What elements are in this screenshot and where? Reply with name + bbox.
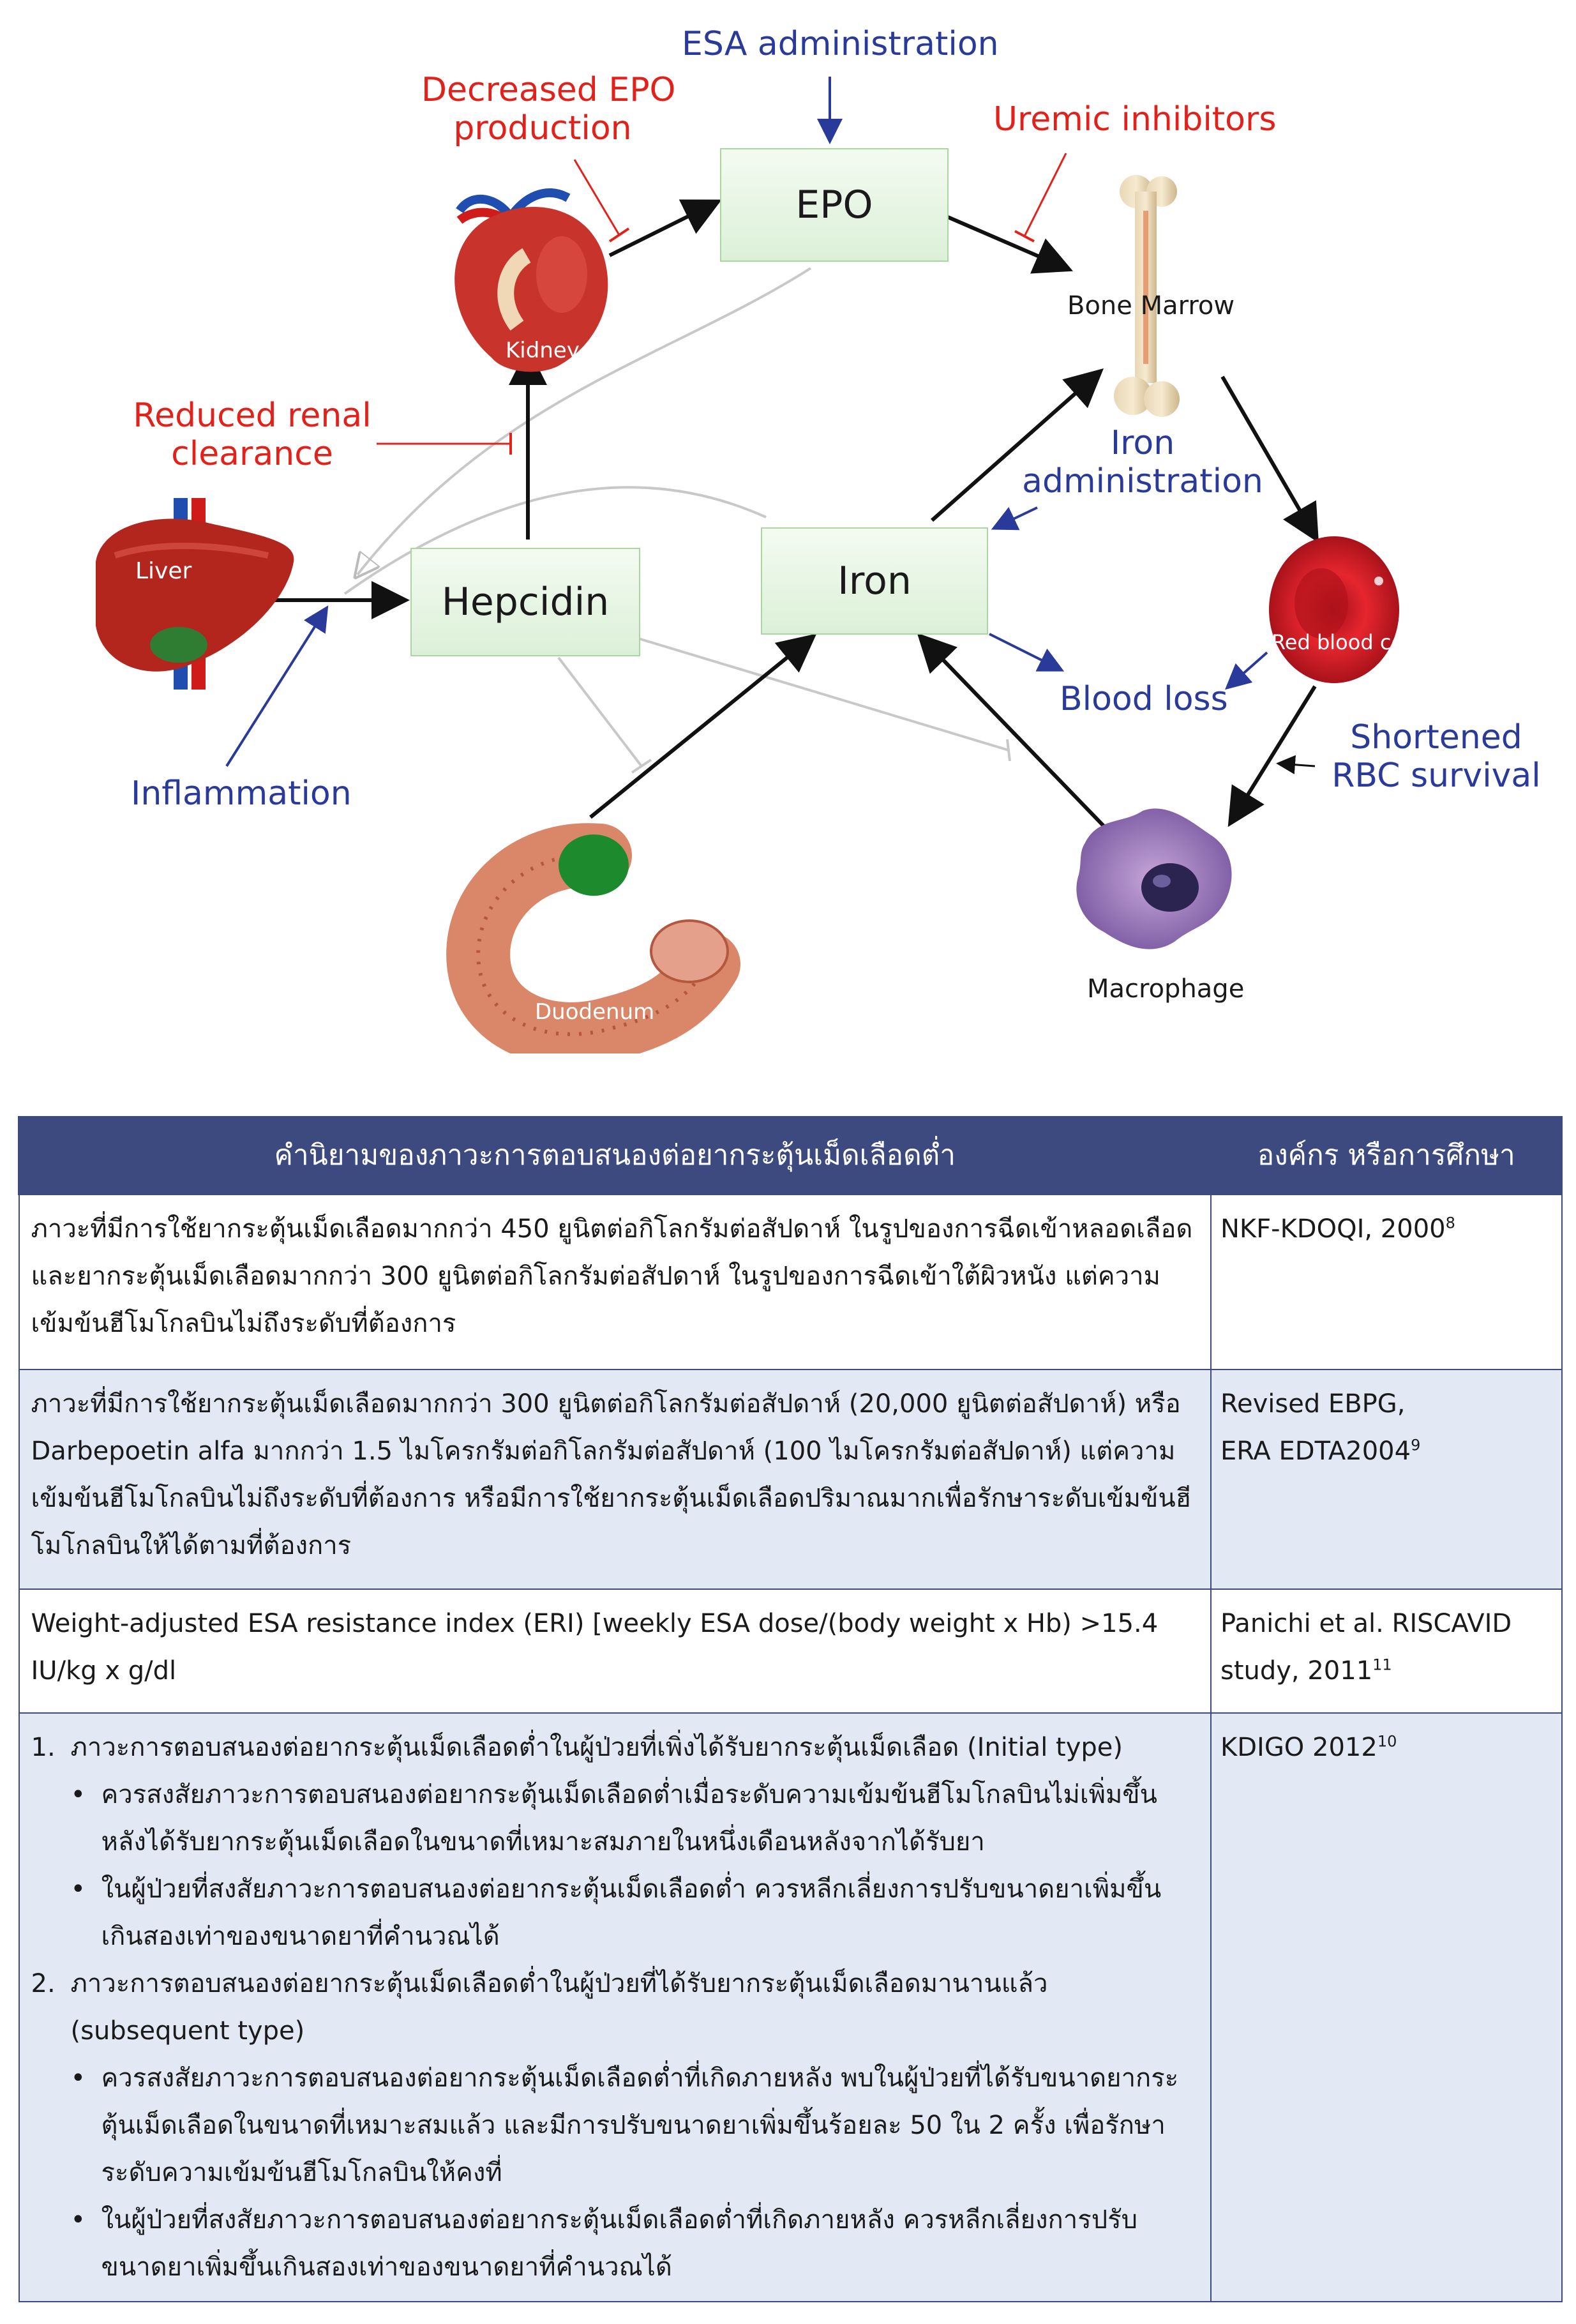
uremic-inhibitors-label: Uremic inhibitors (993, 100, 1277, 139)
inflammation-arrow (225, 605, 329, 767)
initial-type-bullets: ควรสงสัยภาวะการตอบสนองต่อยากระตุ้นเม็ดเล… (31, 1771, 1200, 1960)
list-item: ในผู้ป่วยที่สงสัยภาวะการตอบสนองต่อยากระต… (31, 1866, 1200, 1960)
liver-illustration (96, 498, 294, 690)
source-cell: NKF-KDOQI, 20008 (1210, 1193, 1563, 1370)
reference-number: 8 (1445, 1214, 1455, 1232)
table-row: ภาวะที่มีการใช้ยากระตุ้นเม็ดเลือดมากกว่า… (18, 1369, 1563, 1590)
table-row: ภาวะที่มีการใช้ยากระตุ้นเม็ดเลือดมากกว่า… (18, 1193, 1563, 1370)
iron-administration-label: Iron administration (1022, 424, 1263, 501)
epo-box: EPO (720, 148, 949, 262)
hepcidin-box: Hepcidin (410, 548, 640, 656)
iron-to-bone-marrow-arrow (931, 368, 1104, 522)
esa-administration-label: ESA administration (682, 25, 999, 63)
anemia-pathway-diagram: EPO Hepcidin Iron ESA administration Dec… (0, 0, 1576, 1053)
source-cell: KDIGO 201210 (1210, 1712, 1563, 2302)
macrophage-to-iron-arrow (917, 633, 1113, 835)
iron-box: Iron (761, 527, 988, 635)
kidney-to-epo-arrow (608, 199, 722, 257)
decreased-epo-inhibit (573, 159, 620, 236)
kidney-illustration (454, 188, 608, 372)
table-header-row: คำนิยามของภาวะการตอบสนองต่อยากระตุ้นเม็ด… (17, 1116, 1563, 1195)
list-item: ควรสงสัยภาวะการตอบสนองต่อยากระตุ้นเม็ดเล… (31, 2055, 1200, 2196)
bone-marrow-illustration (1114, 175, 1180, 417)
red-blood-cell-label: Red blood cell (1272, 630, 1415, 654)
iron-admin-arrow (991, 506, 1038, 531)
source-cell: Panichi et al. RISCAVID study, 201111 (1210, 1588, 1563, 1714)
bone-marrow-to-rbc-arrow (1220, 375, 1319, 543)
uremic-inhibit (1023, 153, 1067, 237)
reference-number: 11 (1372, 1656, 1392, 1674)
red-blood-cell-illustration (1269, 536, 1399, 683)
list-item: ควรสงสัยภาวะการตอบสนองต่อยากระตุ้นเม็ดเล… (31, 1771, 1200, 1866)
iron-to-blood-loss-arrow (989, 633, 1065, 672)
macrophage-label: Macrophage (1087, 974, 1245, 1004)
hepcidin-to-duodenum-inhibit (557, 656, 643, 767)
blood-loss-label: Blood loss (1060, 680, 1228, 718)
hepcidin-to-macrophage-inhibit (638, 637, 1009, 751)
subsequent-type-item: 2. ภาวะการตอบสนองต่อยากระตุ้นเม็ดเลือดต่… (31, 1969, 1048, 2046)
rbc-to-blood-loss-arrow (1225, 651, 1268, 690)
reference-number: 9 (1411, 1436, 1421, 1454)
esa-resistance-definitions-table: คำนิยามของภาวะการตอบสนองต่อยากระตุ้นเม็ด… (17, 1116, 1563, 2302)
iron-label: Iron (837, 559, 912, 603)
table-row: 1. ภาวะการตอบสนองต่อยากระตุ้นเม็ดเลือดต่… (18, 1712, 1563, 2302)
list-item: ในผู้ป่วยที่สงสัยภาวะการตอบสนองต่อยากระต… (31, 2196, 1200, 2291)
table-row: Weight-adjusted ESA resistance index (ER… (18, 1588, 1563, 1714)
header-definition: คำนิยามของภาวะการตอบสนองต่อยากระตุ้นเม็ด… (17, 1116, 1212, 1195)
epo-to-bone-marrow-arrow (947, 215, 1074, 274)
duodenum-label: Duodenum (535, 999, 655, 1025)
shortened-pointer (1276, 755, 1316, 774)
source-cell: Revised EBPG, ERA EDTA20049 (1210, 1369, 1563, 1590)
iron-to-liver-gray-curve (343, 486, 767, 595)
subsequent-type-bullets: ควรสงสัยภาวะการตอบสนองต่อยากระตุ้นเม็ดเล… (31, 2055, 1200, 2291)
macrophage-illustration (1076, 808, 1232, 949)
inflammation-label: Inflammation (131, 774, 352, 813)
definition-cell: 1. ภาวะการตอบสนองต่อยากระตุ้นเม็ดเลือดต่… (18, 1712, 1212, 2302)
duodenum-illustration (446, 823, 740, 1053)
decreased-epo-label: Decreased EPO production (421, 71, 676, 147)
liver-label: Liver (135, 558, 192, 584)
bone-marrow-label: Bone Marrow (1067, 291, 1235, 321)
header-organization: องค์กร หรือการศึกษา (1210, 1116, 1563, 1195)
rbc-to-macrophage-arrow (1227, 685, 1317, 827)
reduced-renal-clearance-label: Reduced renal clearance (133, 396, 371, 473)
duodenum-to-iron-arrow (589, 633, 817, 819)
epo-label: EPO (795, 183, 873, 227)
kidney-label: Kidney (506, 338, 580, 363)
definition-cell: ภาวะที่มีการใช้ยากระตุ้นเม็ดเลือดมากกว่า… (18, 1193, 1212, 1370)
reference-number: 10 (1377, 1732, 1397, 1751)
shortened-rbc-survival-label: Shortened RBC survival (1332, 718, 1541, 795)
diagram-graphics (96, 77, 1399, 1053)
hepcidin-to-liver-gray-curve (357, 267, 812, 575)
definition-cell: Weight-adjusted ESA resistance index (ER… (18, 1588, 1212, 1714)
definition-cell: ภาวะที่มีการใช้ยากระตุ้นเม็ดเลือดมากกว่า… (18, 1369, 1212, 1590)
initial-type-item: 1. ภาวะการตอบสนองต่อยากระตุ้นเม็ดเลือดต่… (31, 1733, 1123, 1762)
hepcidin-label: Hepcidin (441, 580, 610, 624)
